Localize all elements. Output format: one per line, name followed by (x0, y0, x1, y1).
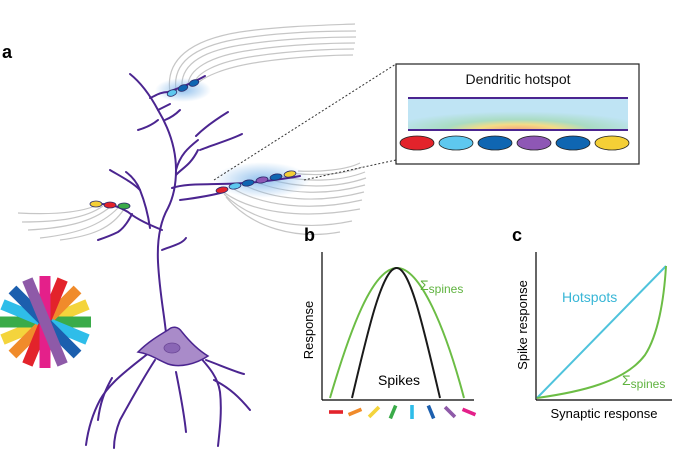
inset-spine (399, 135, 435, 151)
inset-spines (399, 135, 630, 151)
label-hotspots: Hotspots (562, 289, 617, 305)
orientation-bar (367, 405, 381, 419)
inset-spine (516, 135, 552, 151)
axon-fibers (17, 23, 367, 241)
panel-label-b: b (304, 225, 315, 245)
panel-label-a: a (2, 42, 13, 62)
zoom-line-top (213, 63, 397, 181)
orientation-bar (426, 404, 436, 420)
spines-left (89, 200, 131, 210)
inset-title: Dendritic hotspot (465, 71, 570, 87)
curve-sum-spines-c (536, 265, 667, 399)
panel-b-axes (321, 252, 474, 401)
panel-label-c: c (512, 225, 522, 245)
label-spikes: Spikes (378, 372, 420, 388)
panel-b-ylabel: Response (301, 301, 316, 360)
nucleus (163, 342, 181, 354)
orientation-bar (443, 405, 457, 419)
orientation-bar (388, 404, 398, 420)
orientation-wheel (0, 276, 91, 368)
panel-c-xlabel: Synaptic response (551, 406, 658, 421)
label-sum-spines-b: Σspines (420, 277, 463, 296)
orientation-bars (329, 404, 477, 420)
spines-right (215, 170, 297, 194)
panel-c-axes (535, 252, 672, 401)
inset-spine (438, 135, 474, 151)
spines-top (166, 79, 200, 97)
curve-hotspots (536, 265, 667, 399)
wheel-bar (22, 277, 68, 367)
hotspot-band (408, 99, 628, 130)
inset-box: Dendritic hotspot (395, 63, 640, 165)
label-sum-spines-c: Σspines (622, 372, 665, 391)
orientation-bar (347, 407, 363, 417)
orientation-bar (461, 407, 477, 417)
dendrite-tree (85, 73, 301, 449)
curve-spikes (351, 267, 441, 399)
inset-spine (477, 135, 513, 151)
panel-c-ylabel: Spike response (515, 280, 530, 370)
inset-spine (555, 135, 591, 151)
orientation-bar (410, 405, 414, 419)
orientation-bar (329, 410, 343, 414)
inset-spine (594, 135, 630, 151)
